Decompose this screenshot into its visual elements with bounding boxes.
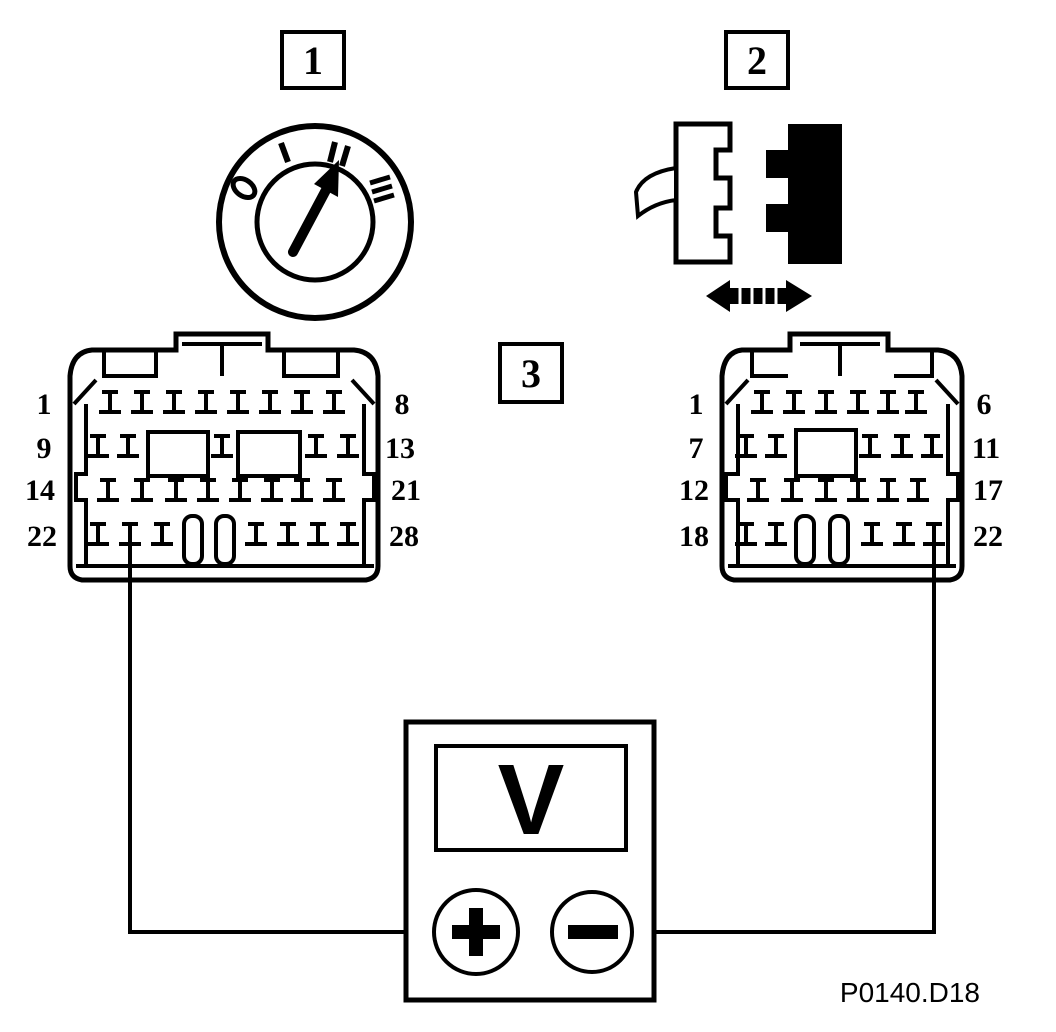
right-terminal-r1-4 [847, 390, 869, 414]
left-terminal-r1-5 [227, 390, 249, 414]
left-terminal-r4-5 [277, 522, 299, 546]
separate-arrow-icon [706, 280, 812, 312]
ignition-position-I [278, 141, 291, 164]
connector-housing-left [673, 121, 733, 265]
right-terminal-r1-3 [815, 390, 837, 414]
left-terminal-r2-1 [87, 434, 109, 458]
left-terminal-r2-5 [337, 434, 359, 458]
left-terminal-r3-6 [261, 478, 283, 502]
right-terminal-r1-5 [877, 390, 899, 414]
left-terminal-r2-3 [211, 434, 233, 458]
left-pin-label-21: 21 [391, 474, 421, 507]
right-terminal-r4-2 [765, 522, 787, 546]
right-terminal-r2-2 [765, 434, 787, 458]
left-terminal-r1-6 [259, 390, 281, 414]
connector-disconnect-icon [633, 121, 842, 312]
right-terminal-r1-1 [751, 390, 773, 414]
connector-left: 1 8 9 13 14 21 22 28 [25, 331, 421, 583]
ignition-position-III [369, 174, 395, 204]
callout-1: 1 [280, 30, 346, 90]
callout-2-label: 2 [747, 38, 767, 83]
voltmeter-display [434, 744, 628, 852]
ignition-position-II-b [339, 145, 351, 167]
left-terminal-r3-4 [197, 478, 219, 502]
left-pin-label-22: 22 [27, 520, 57, 553]
left-terminal-r3-7 [291, 478, 313, 502]
left-terminal-r3-3 [165, 478, 187, 502]
right-terminal-r3-1 [747, 478, 769, 502]
left-terminal-r4-4 [245, 522, 267, 546]
right-pin-label-11: 11 [972, 432, 1000, 465]
right-pin-label-12: 12 [679, 474, 709, 507]
left-terminal-r1-2 [131, 390, 153, 414]
right-terminal-r4-3 [861, 522, 883, 546]
right-pin-label-22: 22 [973, 520, 1003, 553]
left-terminal-r3-1 [97, 478, 119, 502]
callout-3-label: 3 [521, 351, 541, 396]
left-terminal-r4-7 [337, 522, 359, 546]
figure-code: P0140.D18 [840, 977, 980, 1008]
left-terminal-r1-8 [323, 390, 345, 414]
right-terminal-r3-3 [815, 478, 837, 502]
right-terminal-r3-6 [907, 478, 929, 502]
connector-right: 1 6 7 11 12 17 18 22 [679, 331, 1003, 583]
voltmeter: V + − [403, 719, 657, 1003]
minus-icon [568, 925, 618, 939]
left-terminal-r1-7 [291, 390, 313, 414]
left-pin-label-9: 9 [37, 432, 52, 465]
right-terminal-r3-5 [877, 478, 899, 502]
connector-housing-right [766, 124, 842, 264]
right-terminal-r2-1 [735, 434, 757, 458]
right-pin-label-1: 1 [689, 388, 704, 421]
right-terminal-r3-4 [847, 478, 869, 502]
left-pin-label-28: 28 [389, 520, 419, 553]
right-pin-label-17: 17 [973, 474, 1003, 507]
left-terminal-r4-6 [307, 522, 329, 546]
left-terminal-r2-2 [117, 434, 139, 458]
right-terminal-r1-6 [905, 390, 927, 414]
left-terminal-r1-1 [99, 390, 121, 414]
right-pin-label-18: 18 [679, 520, 709, 553]
voltmeter-display-label: V [498, 744, 565, 856]
ignition-position-0 [230, 175, 258, 201]
key-arrow-icon [288, 160, 339, 257]
right-terminal-r4-4 [893, 522, 915, 546]
ignition-position-II-a [327, 141, 338, 163]
right-terminal-r2-4 [891, 434, 913, 458]
positive-terminal: + [432, 888, 520, 976]
negative-terminal: − [550, 890, 634, 974]
left-terminal-r3-5 [229, 478, 251, 502]
positive-probe-wire [128, 522, 434, 934]
right-terminal-r3-2 [781, 478, 803, 502]
right-pin-label-7: 7 [689, 432, 704, 465]
left-terminal-r1-4 [195, 390, 217, 414]
left-pin-label-8: 8 [395, 388, 410, 421]
ignition-switch-icon [216, 123, 414, 321]
wire-tab [633, 165, 678, 220]
left-pin-label-1: 1 [37, 388, 52, 421]
connector-right-pins [735, 390, 945, 546]
callout-2: 2 [724, 30, 790, 90]
left-terminal-r3-8 [323, 478, 345, 502]
callout-1-label: 1 [303, 38, 323, 83]
right-terminal-r4-1 [735, 522, 757, 546]
left-terminal-r1-3 [163, 390, 185, 414]
left-pin-label-14: 14 [25, 474, 55, 507]
left-terminal-r3-2 [131, 478, 153, 502]
left-terminal-r2-4 [305, 434, 327, 458]
negative-probe-wire [630, 522, 936, 934]
left-terminal-r4-1 [87, 522, 109, 546]
right-terminal-r2-3 [859, 434, 881, 458]
left-terminal-r4-3 [151, 522, 173, 546]
left-pin-label-13: 13 [385, 432, 415, 465]
right-pin-label-6: 6 [977, 388, 992, 421]
connector-left-pins [87, 390, 359, 546]
right-terminal-r2-5 [921, 434, 943, 458]
callout-3: 3 [498, 342, 564, 404]
right-terminal-r1-2 [783, 390, 805, 414]
